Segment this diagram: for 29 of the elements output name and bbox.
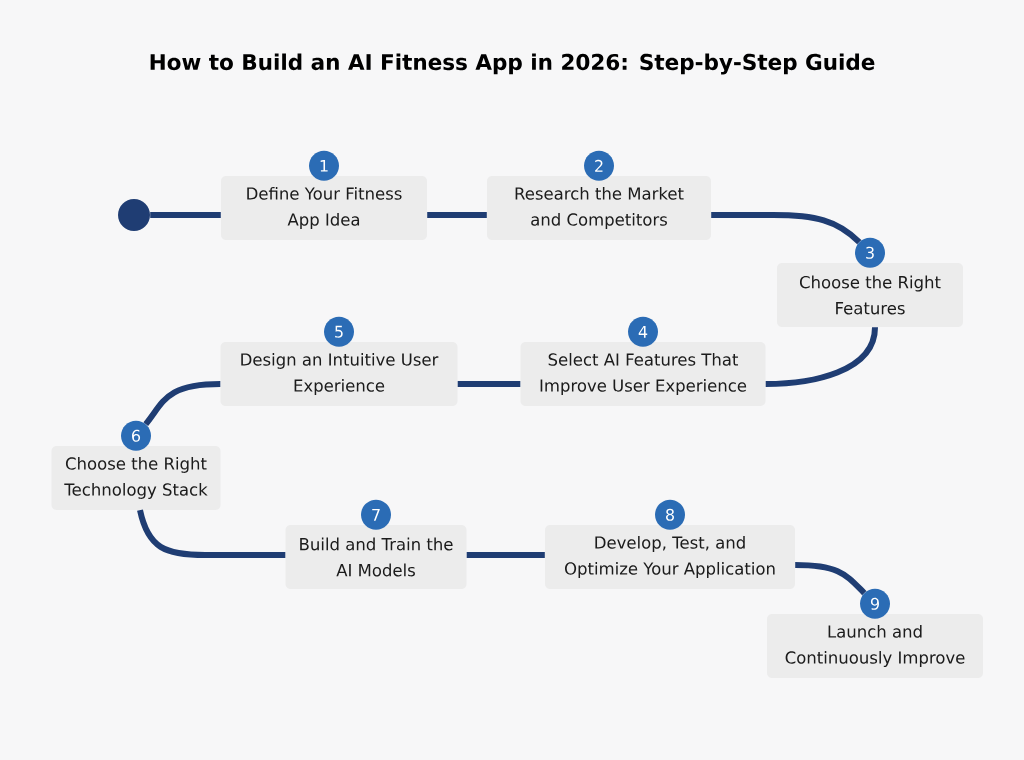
step-box: Choose the Right Technology Stack	[51, 446, 221, 510]
connector-line	[427, 212, 487, 218]
connector-line	[143, 381, 221, 426]
title: How to Build an AI Fitness App in 2026: Step-by-Step Guide	[150, 53, 875, 75]
step-box: Research the Market and Competitors	[487, 176, 711, 240]
step-box: Choose the Right Features	[777, 263, 963, 327]
number-badge: 2	[584, 150, 614, 181]
step-box: Develop, Test, and Optimize Your Application	[545, 525, 795, 589]
connector-line	[150, 212, 221, 218]
number-badge: 5	[324, 316, 354, 347]
step-box: Launch and Continuously Improve	[767, 614, 983, 678]
step-box: Define Your Fitness App Idea	[221, 176, 427, 240]
number-badge: 4	[628, 316, 658, 347]
connector-line	[795, 562, 867, 596]
step-box: Select AI Features That Improve User Experience	[520, 342, 766, 406]
start-dot	[118, 199, 150, 231]
connector-line	[765, 326, 878, 387]
number-badge: 9	[860, 588, 890, 619]
number-badge: 1	[309, 150, 339, 181]
number-badge: 6	[121, 420, 151, 451]
connector-line	[457, 381, 521, 387]
connector-line	[711, 212, 862, 245]
step-box: Design an Intuitive User Experience	[220, 342, 458, 406]
number-badge: 8	[655, 499, 685, 530]
step-box: Build and Train the AI Models	[285, 525, 467, 589]
number-badge: 7	[361, 499, 391, 530]
connector-line	[137, 509, 286, 558]
connector-line	[466, 552, 545, 558]
number-badge: 3	[855, 237, 885, 268]
